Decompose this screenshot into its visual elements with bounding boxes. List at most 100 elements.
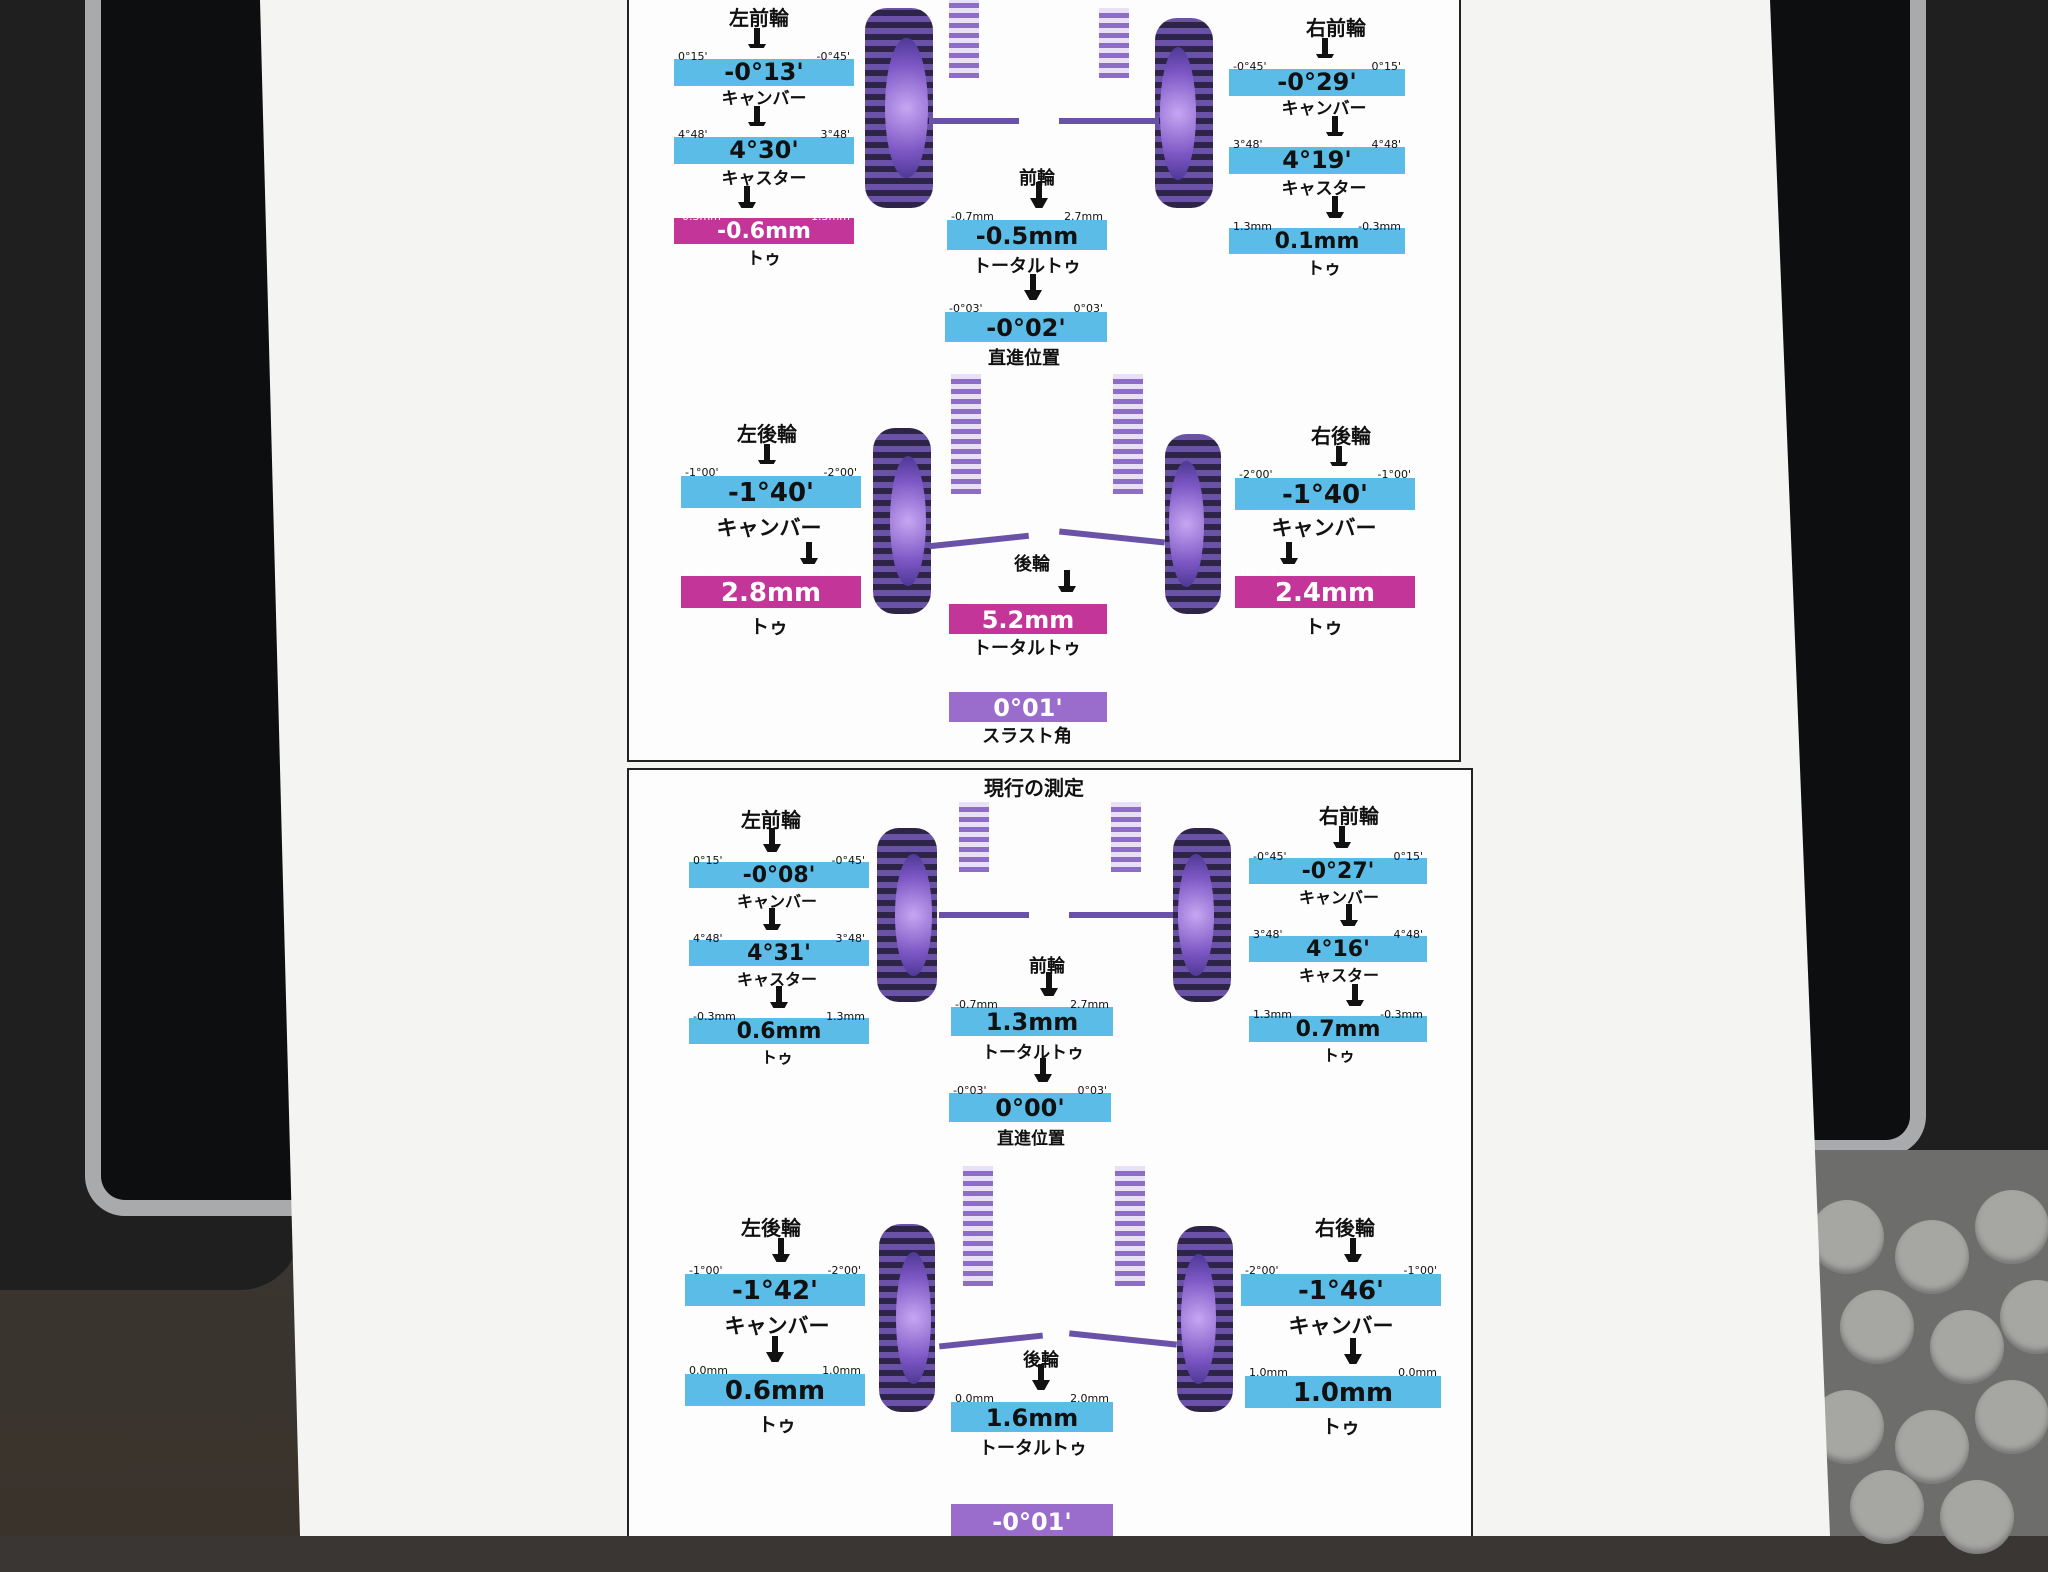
current-front-right-caster-value: 4°16'	[1306, 937, 1370, 962]
before-thrust-angle-label: スラスト角	[982, 726, 1072, 747]
current-front-left-camber-gauge: 0°15' -0°45' -0°08'	[689, 852, 869, 888]
current-front-right-camber-gauge: -0°45' 0°15' -0°27'	[1249, 848, 1427, 884]
before-front-left-camber-gauge: 0°15' -0°45' -0°13'	[674, 48, 854, 86]
current-front-right-strut	[1111, 802, 1141, 872]
current-rear-left-toe-gauge: 0.0mm 1.0mm 0.6mm	[685, 1362, 865, 1406]
before-front-left-caster-value: 4°30'	[729, 136, 799, 164]
before-rear-right-camber-label: キャンバー	[1271, 516, 1377, 540]
before-front-total-toe-gauge: -0.7mm 2.7mm -0.5mm	[947, 208, 1107, 250]
before-straight-gauge: -0°03' 0°03' -0°02'	[945, 300, 1107, 342]
front-left-strut	[949, 0, 979, 78]
current-front-left-caster-value: 4°31'	[747, 941, 811, 966]
before-rear-left-title: 左後輪	[737, 422, 797, 446]
before-rear-left-camber-gauge: -1°00' -2°00' -1°40'	[681, 464, 861, 508]
before-rear-right-camber-value: -1°40'	[1281, 480, 1369, 510]
current-panel-title: 現行の測定	[984, 776, 1084, 800]
current-rear-right-camber-gauge: -2°00' -1°00' -1°46'	[1241, 1262, 1441, 1306]
current-rear-right-camber-value: -1°46'	[1297, 1276, 1385, 1306]
before-front-total-toe-value: -0.5mm	[975, 222, 1079, 250]
current-rear-right-toe-value: 1.0mm	[1292, 1378, 1394, 1408]
left-monitor	[0, 0, 316, 1290]
current-front-right-toe-label: トゥ	[1322, 1046, 1356, 1065]
current-thrust-angle-value: -0°01'	[992, 1508, 1072, 1536]
before-front-right-camber-value: -0°29'	[1277, 68, 1357, 96]
current-rear-total-toe-label: トータルトゥ	[979, 1438, 1087, 1459]
floor-mat	[1800, 1150, 2048, 1554]
before-rear-right-camber-gauge: -2°00' -1°00' -1°40'	[1235, 466, 1415, 510]
before-rear-left-toe-label: トゥ	[749, 616, 789, 638]
current-front-left-caster-gauge: 4°48' 3°48' 4°31'	[689, 930, 869, 966]
current-straight-value: 0°00'	[995, 1094, 1065, 1122]
rear-left-tire	[873, 428, 931, 614]
current-front-right-toe-value: 0.7mm	[1295, 1017, 1381, 1042]
current-front-right-tire	[1173, 828, 1231, 1002]
before-front-right-toe-label: トゥ	[1307, 259, 1341, 279]
before-thrust-angle-value: 0°01'	[993, 694, 1063, 722]
current-thrust-angle-gauge: -0°01'	[951, 1496, 1113, 1536]
printout-page: 左前輪 0°15' -0°45' -0°13' キャンバー 4°48' 3°48…	[260, 0, 1830, 1536]
front-right-strut	[1099, 8, 1129, 78]
current-front-left-camber-value: -0°08'	[742, 863, 816, 888]
before-rear-right-title: 右後輪	[1311, 424, 1371, 448]
before-front-right-caster-gauge: 3°48' 4°48' 4°19'	[1229, 136, 1405, 174]
rear-left-strut	[951, 374, 981, 494]
before-front-right-toe-value: 0.1mm	[1274, 229, 1360, 254]
current-front-right-camber-value: -0°27'	[1301, 859, 1375, 884]
before-front-center-title: 前輪	[1019, 168, 1055, 189]
current-rear-right-camber-label: キャンバー	[1288, 1314, 1394, 1338]
current-rear-left-camber-label: キャンバー	[724, 1314, 830, 1338]
rear-right-tire	[1165, 434, 1221, 614]
before-rear-right-toe-value: 2.4mm	[1274, 578, 1376, 608]
current-front-right-caster-gauge: 3°48' 4°48' 4°16'	[1249, 926, 1427, 962]
current-front-left-strut	[959, 802, 989, 872]
current-measurement-panel: 現行の測定 左前輪 0°15' -0°45' -0°08' キャンバー 4°48…	[627, 768, 1473, 1536]
current-rear-right-tire	[1177, 1226, 1233, 1412]
current-front-left-tire	[877, 828, 937, 1002]
before-rear-left-camber-label: キャンバー	[716, 516, 822, 540]
before-front-right-camber-gauge: -0°45' 0°15' -0°29'	[1229, 58, 1405, 96]
before-front-right-camber-label: キャンバー	[1281, 99, 1367, 119]
current-straight-label: 直進位置	[997, 1129, 1065, 1149]
before-rear-center-title: 後輪	[1014, 554, 1050, 575]
current-straight-gauge: -0°03' 0°03' 0°00'	[949, 1082, 1111, 1122]
current-rear-left-toe-value: 0.6mm	[724, 1376, 826, 1406]
current-rear-left-toe-label: トゥ	[757, 1414, 797, 1436]
before-front-left-caster-label: キャスター	[721, 169, 807, 189]
before-rear-left-toe-value: 2.8mm	[720, 578, 822, 608]
current-rear-center-title: 後輪	[1023, 1350, 1059, 1371]
before-front-right-caster-value: 4°19'	[1282, 146, 1352, 174]
before-front-left-toe-gauge: -0.3mm 1.3mm -0.6mm	[674, 208, 854, 244]
current-front-right-camber-label: キャンバー	[1298, 888, 1380, 907]
before-front-right-toe-gauge: 1.3mm -0.3mm 0.1mm	[1229, 218, 1405, 254]
current-rear-left-title: 左後輪	[741, 1216, 801, 1240]
before-rear-left-camber-value: -1°40'	[727, 478, 815, 508]
current-front-right-title: 右前輪	[1319, 804, 1379, 828]
before-front-left-title: 左前輪	[729, 6, 789, 30]
before-front-left-toe-label: トゥ	[747, 249, 781, 269]
current-rear-right-title: 右後輪	[1315, 1216, 1375, 1240]
front-left-tire	[865, 8, 933, 208]
before-straight-label: 直進位置	[988, 348, 1060, 369]
current-front-left-caster-label: キャスター	[736, 970, 818, 989]
current-front-total-toe-value: 1.3mm	[985, 1008, 1079, 1036]
before-front-right-caster-label: キャスター	[1281, 179, 1367, 199]
before-front-total-toe-label: トータルトゥ	[973, 256, 1081, 277]
current-rear-left-tire	[879, 1224, 935, 1412]
current-rear-left-strut	[963, 1166, 993, 1286]
current-front-total-toe-gauge: -0.7mm 2.7mm 1.3mm	[951, 996, 1113, 1036]
before-rear-total-toe-label: トータルトゥ	[973, 638, 1081, 659]
current-front-total-toe-label: トータルトゥ	[982, 1043, 1084, 1063]
current-rear-left-camber-value: -1°42'	[731, 1276, 819, 1306]
current-rear-left-camber-gauge: -1°00' -2°00' -1°42'	[685, 1262, 865, 1306]
before-measurement-panel: 左前輪 0°15' -0°45' -0°13' キャンバー 4°48' 3°48…	[627, 0, 1461, 762]
current-rear-total-toe-value: 1.6mm	[985, 1404, 1079, 1432]
current-front-center-title: 前輪	[1029, 956, 1065, 977]
before-rear-right-toe-label: トゥ	[1304, 616, 1344, 638]
before-front-left-camber-value: -0°13'	[724, 58, 804, 86]
current-front-left-toe-value: 0.6mm	[736, 1019, 822, 1044]
before-front-right-title: 右前輪	[1306, 16, 1366, 40]
current-front-left-toe-label: トゥ	[760, 1048, 794, 1067]
before-rear-left-toe-gauge: 0.0mm 1.0mm 2.8mm	[681, 564, 861, 608]
before-front-left-caster-gauge: 4°48' 3°48' 4°30'	[674, 126, 854, 164]
before-straight-value: -0°02'	[986, 314, 1066, 342]
